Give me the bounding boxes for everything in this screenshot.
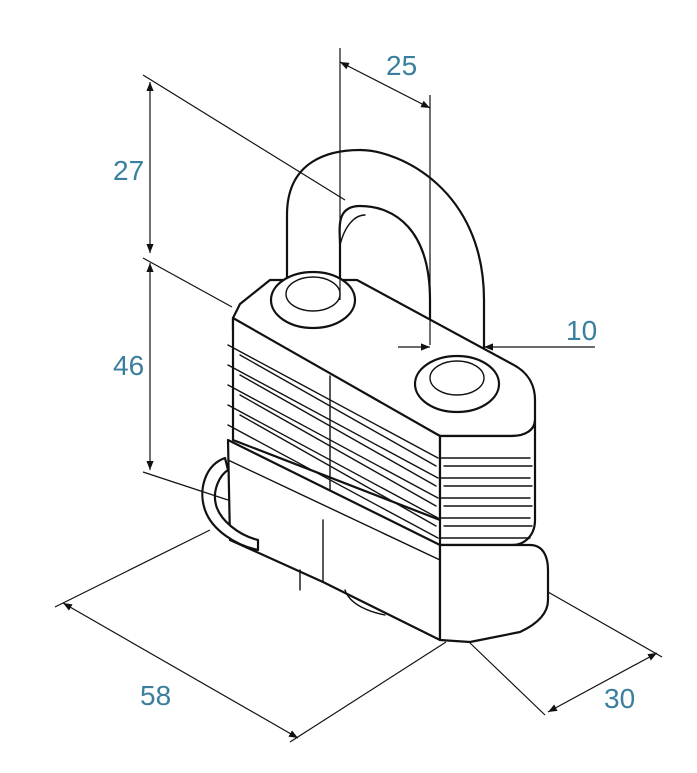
extension-line bbox=[142, 471, 229, 501]
dim-label-body-width: 58 bbox=[140, 680, 171, 711]
extension-line bbox=[142, 257, 233, 308]
dim-label-body-depth: 30 bbox=[604, 683, 635, 714]
extension-line bbox=[289, 641, 447, 743]
ribbed-body-left-face bbox=[227, 316, 442, 539]
dim-label-shackle-height: 27 bbox=[113, 155, 144, 186]
dim-label-shackle-inner-width: 25 bbox=[386, 50, 417, 81]
extension-line bbox=[54, 529, 211, 608]
dim-label-shackle-diameter: 10 bbox=[566, 315, 597, 346]
padlock-illustration bbox=[201, 148, 550, 644]
extension-line bbox=[469, 642, 546, 716]
dim-line-body-depth bbox=[547, 652, 658, 713]
dim-line-body-width bbox=[62, 602, 299, 739]
extension-line bbox=[547, 591, 663, 658]
bottom-bumper bbox=[226, 438, 550, 644]
right-shackle-collar bbox=[413, 354, 501, 414]
extension-line bbox=[142, 74, 346, 201]
dim-label-body-height: 46 bbox=[113, 350, 144, 381]
bottom-rivets bbox=[299, 569, 386, 616]
ribbed-body-right-face bbox=[438, 418, 537, 547]
left-shackle-collar bbox=[269, 270, 357, 330]
dim-line-shackle-inner-width bbox=[339, 61, 431, 109]
dimension-annotations: 27 46 25 10 58 30 bbox=[54, 48, 663, 743]
